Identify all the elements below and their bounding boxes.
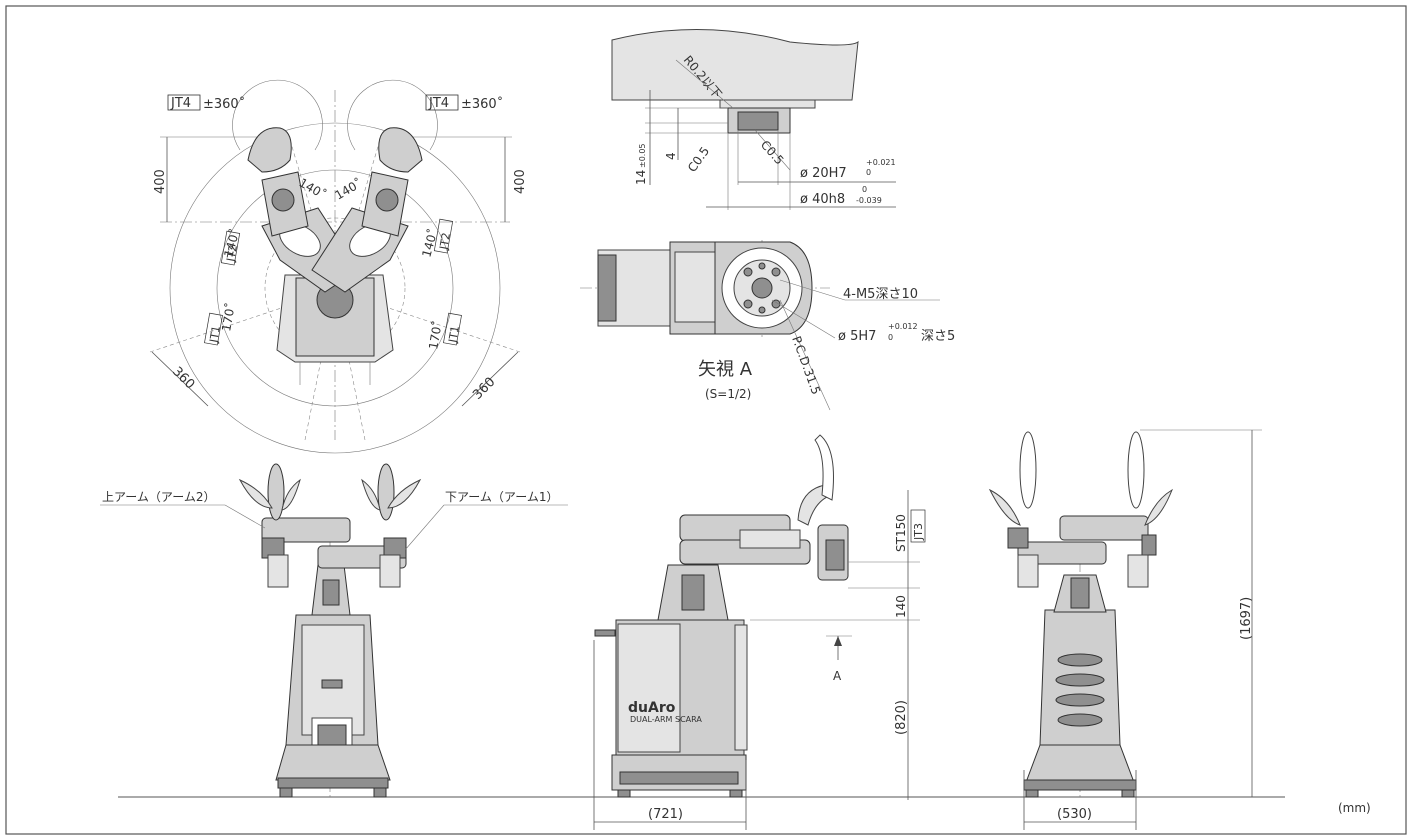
rear-view: (1697) (530): [988, 429, 1262, 830]
dim-820-label: (820): [894, 700, 909, 735]
flange-detail: R0.2以下 C0.5 C0.5 4 14 ±0.05 ø 20H7 +0.02…: [611, 29, 896, 210]
arrow-a-label: A: [833, 669, 842, 683]
jt4-right-label: JT4: [428, 96, 449, 111]
dim-721-label: (721): [648, 807, 683, 822]
upper-arm-label: 上アーム（アーム2）: [102, 490, 215, 504]
jt4-right-box: [425, 94, 459, 111]
dim-1697-label: (1697): [1239, 597, 1254, 640]
sheet-border: [5, 5, 1407, 835]
side-logo: duAro: [628, 700, 676, 716]
dim-360-left: 360: [169, 364, 197, 392]
pcd-label: P.C.D.31.5: [789, 334, 823, 396]
jt1-left-label: JT1: [207, 325, 223, 345]
angle-170-right: 170˚: [425, 319, 445, 350]
dim-400-left: 400: [153, 169, 168, 194]
dim-400-right: 400: [513, 169, 528, 194]
c05-left: C0.5: [685, 144, 712, 175]
jt4-right-range: ±360˚: [461, 96, 503, 112]
jt4-left-box: [167, 94, 201, 111]
jt4-left-label: JT4: [170, 96, 191, 111]
front-view: 上アーム（アーム2） 下アーム（アーム1）: [100, 463, 568, 800]
dim-14: 14: [634, 170, 648, 185]
jt2-right-label: JT2: [437, 232, 453, 252]
angle-140-right: 140˚: [418, 227, 440, 259]
unit-label: (mm): [1338, 801, 1371, 815]
dim-360-right: 360: [470, 375, 498, 403]
dim-14-tol: ±0.05: [638, 143, 647, 168]
dim-140-label: 140: [894, 595, 908, 618]
dim-4: 4: [664, 152, 678, 160]
view-a-scale: (S=1/2): [705, 387, 751, 401]
tapped-holes-note: 4-M5深さ10: [843, 287, 918, 302]
view-a-title: 矢視 A: [698, 359, 753, 380]
jt2-left-label: JT2: [224, 244, 240, 264]
pin-tol-upper: +0.012: [888, 322, 918, 331]
pin-hole-label: ø 5H7: [838, 329, 876, 344]
jt4-left-range: ±360˚: [203, 96, 245, 112]
angle-170-left: 170˚: [218, 301, 238, 332]
top-view: JT4 ±360˚ JT4 ±360˚ 400 400 140˚ 140˚ 14…: [149, 79, 528, 454]
pin-depth: 深さ5: [921, 329, 955, 344]
d20-label: ø 20H7: [800, 166, 847, 181]
c05-right: C0.5: [758, 138, 787, 168]
st150-label: ST150: [894, 514, 908, 552]
angle-140-b: 140˚: [332, 175, 365, 202]
lower-arm-label: 下アーム（アーム1）: [445, 490, 558, 504]
d20-tol-lower: 0: [866, 168, 871, 177]
view-a: 4-M5深さ10 ø 5H7 +0.012 0 深さ5 P.C.D.31.5 矢…: [580, 240, 955, 411]
side-logo-sub: DUAL-ARM SCARA: [630, 715, 702, 724]
d20-tol-upper: +0.021: [866, 158, 896, 167]
d40-label: ø 40h8: [800, 192, 845, 207]
d40-tol-lower: -0.039: [856, 196, 882, 205]
dim-530-label: (530): [1057, 807, 1092, 822]
side-view: duAro DUAL-ARM SCARA A ST150 JT3 140: [593, 434, 926, 830]
jt3-label: JT3: [912, 523, 925, 541]
d40-tol-upper: 0: [862, 185, 867, 194]
jt1-right-label: JT1: [446, 325, 462, 345]
pin-tol-lower: 0: [888, 333, 893, 342]
